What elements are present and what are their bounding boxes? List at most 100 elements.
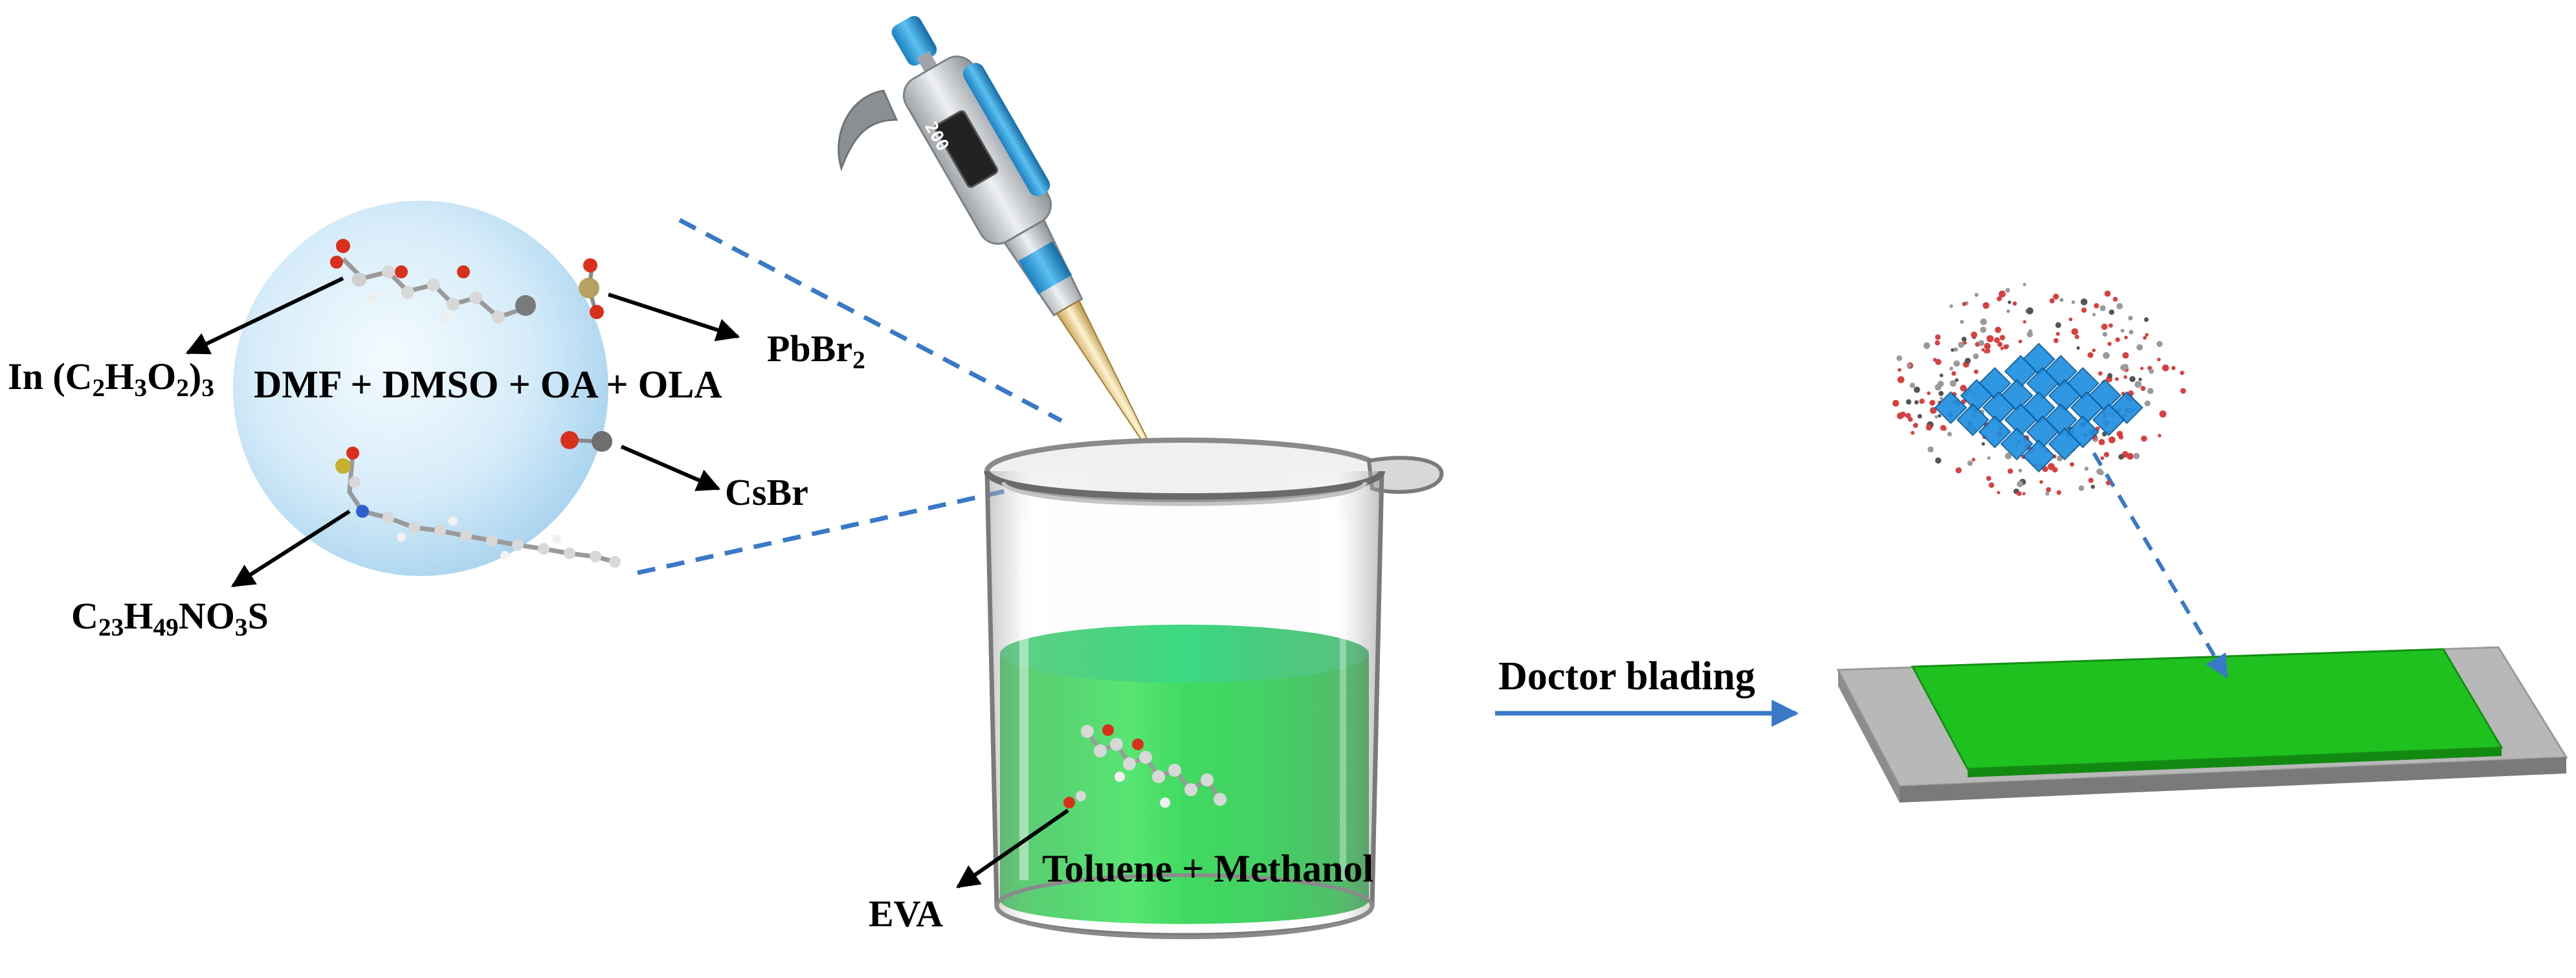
ligand-atom (2162, 364, 2170, 372)
ligand-atom (1955, 467, 1962, 474)
ligand-atom (1939, 397, 1943, 400)
ligand-atom (2071, 328, 2078, 335)
ligand-atom (2006, 309, 2010, 313)
eva-molecule (1063, 724, 1227, 808)
ligand-atom (1953, 347, 1959, 352)
ligand-atom (1935, 415, 1938, 419)
label-solvent-mixture: DMF + DMSO + OA + OLA (254, 363, 722, 406)
inset-circle (233, 201, 608, 576)
ligand-atom (2080, 298, 2088, 306)
ligand-atom (1982, 302, 1990, 309)
ligand-atom (1923, 342, 1931, 350)
ligand-atom (2023, 282, 2026, 287)
ligand-atom (2012, 301, 2017, 306)
ligand-atom (2069, 462, 2074, 467)
ligand-atom (2142, 336, 2147, 340)
ligand-atom (1942, 427, 1947, 431)
ligand-atom (2133, 452, 2140, 460)
arrow-eva (956, 808, 1069, 889)
arrow-zwitterion (230, 509, 351, 588)
ligand-atom (1938, 391, 1944, 396)
ligand-atom (1927, 446, 1934, 452)
ligand-atom (2004, 452, 2012, 460)
precursor-inset (233, 201, 621, 576)
ligand-atom (1971, 331, 1977, 339)
ligand-atom (1897, 376, 1905, 383)
ligand-atom (1929, 399, 1935, 406)
octahedron (1978, 415, 2012, 449)
ligand-atom (1949, 380, 1957, 387)
ligand-atom (2104, 452, 2109, 458)
ligand-atom (1937, 381, 1944, 387)
ligand-atom (1892, 399, 1900, 407)
ligand-atom (2008, 300, 2012, 304)
ligand-atom (2022, 492, 2026, 496)
ligand-atom (1962, 302, 1966, 306)
ligand-atom (1929, 407, 1937, 414)
ligand-atom (1997, 491, 2001, 495)
ligand-atom (1913, 386, 1920, 393)
ligand-atom (2104, 290, 2111, 297)
ligand-atom (2120, 329, 2125, 333)
ligand-atom (1939, 373, 1944, 377)
ligand-atom (1900, 411, 1906, 417)
ligand-atom (2056, 331, 2060, 336)
ligand-atom (1914, 400, 1919, 405)
ligand-atom (1997, 342, 2003, 348)
octahedron (1934, 391, 1968, 425)
ligand-atom (1935, 457, 1942, 464)
octahedron (2022, 439, 2056, 473)
ligand-atom (2140, 436, 2148, 442)
ligand-atom (1911, 430, 1915, 435)
ligand-atom (2018, 339, 2023, 344)
ligand-atom (2042, 466, 2049, 472)
ligand-atom (1955, 378, 1959, 382)
ligand-atom (2107, 342, 2112, 346)
ligand-atom (1973, 353, 1979, 359)
perovskite-film (1911, 648, 2504, 770)
ligand-atom (2060, 298, 2064, 302)
micropipette: 200 (838, 16, 1149, 472)
ligand-atom (1917, 414, 1922, 419)
ligand-atom (2096, 468, 2103, 475)
ligand-atom (2069, 317, 2072, 322)
ligand-atom (2071, 300, 2076, 304)
ligand-atom (2113, 296, 2118, 302)
ligand-atom (1971, 458, 1975, 461)
ligand-atom (2101, 323, 2108, 330)
ligand-atom (2003, 344, 2009, 350)
label-lead-bromide: PbBr2 (767, 328, 865, 375)
ligand-atom (1896, 355, 1902, 361)
ligand-atom (2055, 322, 2061, 328)
label-indium-acetate: In (C2H3O2)3 (8, 355, 214, 403)
ligand-atom (1935, 359, 1942, 365)
ligand-atom (2091, 484, 2095, 489)
arrow-indium-acetate (185, 276, 344, 355)
ligand-atom (1984, 342, 1991, 350)
beaker (984, 438, 1444, 939)
cesium-bromide-molecule (561, 431, 612, 452)
ligand-atom (2116, 303, 2123, 309)
ligand-atom (2115, 377, 2119, 381)
ligand-atom (1980, 326, 1986, 333)
nanocrystal-guide-line (2092, 452, 2228, 679)
ligand-atom (2052, 293, 2060, 300)
ligand-atom (2045, 491, 2050, 496)
ligand-atom (2023, 320, 2026, 324)
arrow-lead-bromide (608, 293, 740, 342)
ligand-atom (1926, 424, 1933, 431)
ligand-atom (2092, 313, 2096, 317)
label-cesium-bromide: CsBr (725, 471, 808, 513)
ligand-atom (2081, 307, 2087, 313)
pipette-finger-hook (838, 89, 898, 172)
ligand-atom (1938, 414, 1942, 418)
ligand-atom (1981, 442, 1985, 446)
ligand-atom (2108, 436, 2116, 443)
ligand-atom (1984, 350, 1988, 353)
ligand-atom (2084, 466, 2089, 471)
ligand-atom (1953, 360, 1960, 367)
ligand-atom (1980, 318, 1987, 326)
ligand-atom (2056, 490, 2061, 495)
ligand-atom (2140, 366, 2144, 370)
